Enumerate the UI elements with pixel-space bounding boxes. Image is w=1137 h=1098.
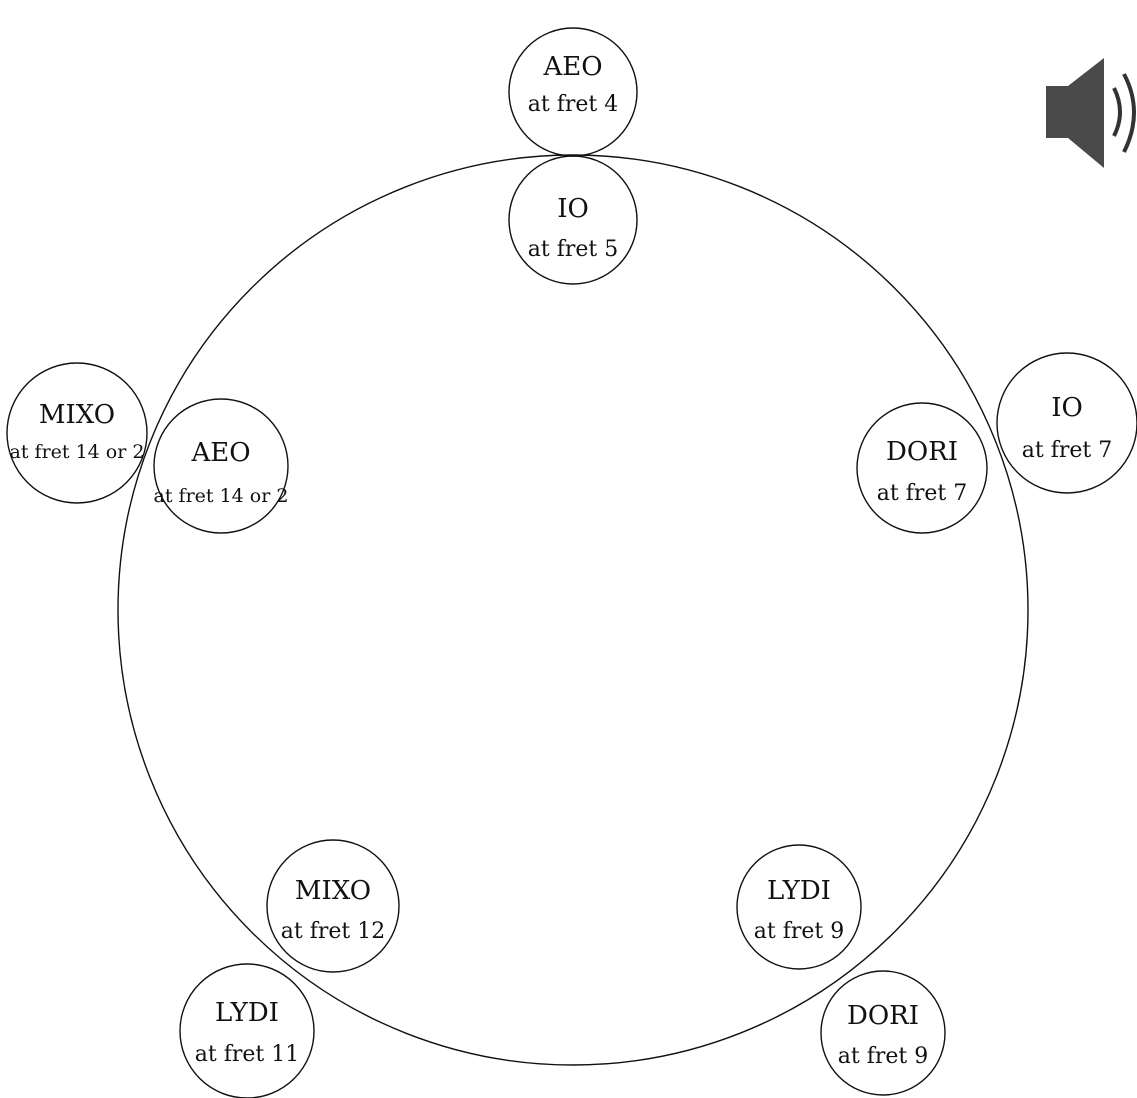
node-mode-label: IO [557,194,589,224]
node-mode-label: AEO [190,438,250,468]
node-circle [996,352,1137,494]
node-circle [856,402,988,534]
node-mode-label: DORI [847,1001,919,1031]
node-lydi-bottom-right: LYDI at fret 9 [736,844,862,970]
node-circle [153,398,289,534]
node-fret-label: at fret 9 [838,1044,928,1069]
node-fret-label: at fret 9 [754,919,844,944]
node-mode-label: AEO [542,52,602,82]
sound-wave-inner [1112,87,1122,137]
node-fret-label: at fret 5 [528,237,618,262]
node-aeo-left: AEO at fret 14 or 2 [153,398,289,534]
node-mode-label: LYDI [767,876,831,906]
node-circle [508,155,638,285]
node-fret-label: at fret 12 [281,919,385,944]
node-fret-label: at fret 14 or 2 [154,485,289,507]
node-fret-label: at fret 11 [195,1042,299,1067]
node-mixo-bottom-left: MIXO at fret 12 [266,839,400,973]
node-aeo-top: AEO at fret 4 [508,27,638,157]
node-mode-label: IO [1051,393,1083,423]
node-circle [179,963,315,1098]
node-mode-label: DORI [886,437,958,467]
speaker-icon[interactable] [1046,58,1136,168]
node-dori-right: DORI at fret 7 [856,402,988,534]
node-lydi-bottom-left: LYDI at fret 11 [179,963,315,1098]
node-circle [736,844,862,970]
mode-ring [117,154,1029,1066]
node-mode-label: MIXO [295,876,371,906]
speaker-cone [1068,58,1104,168]
node-circle [820,970,946,1096]
node-circle [266,839,400,973]
node-io-top: IO at fret 5 [508,155,638,285]
node-fret-label: at fret 4 [528,92,618,117]
sound-wave-outer [1122,73,1136,153]
node-fret-label: at fret 7 [877,481,967,506]
node-dori-bottom-right: DORI at fret 9 [820,970,946,1096]
node-fret-label: at fret 7 [1022,438,1112,463]
node-io-right: IO at fret 7 [996,352,1137,494]
speaker-body [1046,86,1070,138]
node-mode-label: MIXO [39,400,115,430]
node-circle [6,362,148,504]
node-mixo-left: MIXO at fret 14 or 2 [6,362,148,504]
node-fret-label: at fret 14 or 2 [10,441,145,463]
node-mode-label: LYDI [215,998,279,1028]
